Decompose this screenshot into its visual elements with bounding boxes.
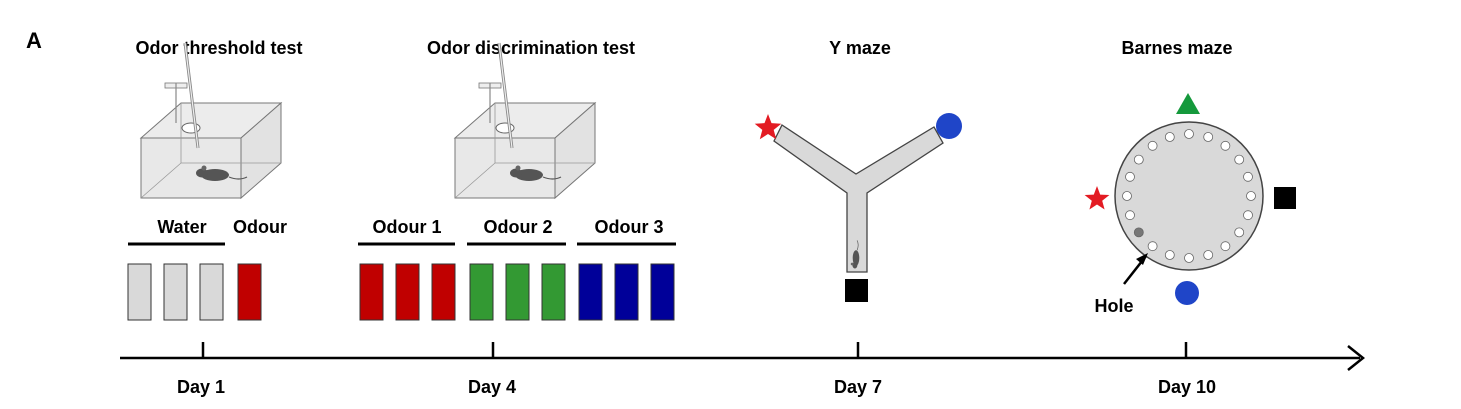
day-1-label: Day 1 [177, 377, 225, 397]
barnes-hole [1125, 171, 1135, 182]
vial-red [359, 263, 384, 321]
vial-gray [199, 263, 224, 321]
hole-arrow-head [1136, 253, 1148, 265]
vial-red [431, 263, 456, 321]
y-maze [754, 113, 962, 302]
barnes-hole [1164, 250, 1175, 260]
day-7-label: Day 7 [834, 377, 882, 397]
barnes-platform [1114, 121, 1264, 271]
vial-green [469, 263, 494, 321]
barnes-hole [1125, 210, 1135, 221]
vial-blue [650, 263, 675, 321]
barnes-hole [1164, 132, 1175, 142]
y-maze-star-icon [754, 114, 782, 140]
barnes-hole [1147, 241, 1158, 252]
water-label: Water [157, 217, 206, 237]
threshold-title: Odor threshold test [135, 38, 302, 58]
vial-gray [163, 263, 188, 321]
ymaze-title: Y maze [829, 38, 891, 58]
barnes-hole [1243, 171, 1253, 182]
vial-red [395, 263, 420, 321]
barnes-title: Barnes maze [1121, 38, 1232, 58]
discrimination-title: Odor discrimination test [427, 38, 635, 58]
vial-green [505, 263, 530, 321]
barnes-hole [1220, 140, 1231, 151]
timeline: Day 1 Day 4 Day 7 Day 10 [120, 342, 1366, 397]
barnes-hole [1203, 250, 1214, 260]
y-maze-circle-icon [936, 113, 962, 139]
barnes-square-icon [1274, 187, 1296, 209]
vial-blue [614, 263, 639, 321]
odour-1-label: Odour 1 [372, 217, 441, 237]
barnes-hole [1220, 241, 1231, 252]
barnes-maze: Hole [1084, 93, 1296, 316]
barnes-star-icon [1084, 186, 1110, 210]
hole-label: Hole [1094, 296, 1133, 316]
barnes-hole [1246, 191, 1256, 201]
discrimination-odor-box-icon [455, 43, 595, 198]
threshold-odor-box-icon [141, 43, 281, 198]
barnes-circle-icon [1175, 281, 1199, 305]
barnes-hole [1122, 191, 1132, 201]
vial-gray [127, 263, 152, 321]
barnes-hole [1147, 140, 1158, 151]
odour-3-label: Odour 3 [594, 217, 663, 237]
escape-hole [1133, 227, 1144, 238]
barnes-hole [1184, 253, 1194, 263]
vial-blue [578, 263, 603, 321]
y-maze-arms [773, 124, 944, 273]
barnes-hole [1203, 132, 1214, 142]
day-10-label: Day 10 [1158, 377, 1216, 397]
barnes-hole [1184, 129, 1194, 139]
barnes-hole [1243, 210, 1253, 221]
vial-red [237, 263, 262, 321]
threshold-vials [127, 263, 262, 321]
y-maze-square-icon [845, 279, 868, 302]
odour-2-label: Odour 2 [483, 217, 552, 237]
discrimination-vials [359, 263, 675, 321]
barnes-triangle-icon [1176, 93, 1200, 114]
vial-green [541, 263, 566, 321]
barnes-holes [1122, 129, 1256, 263]
barnes-hole [1234, 154, 1245, 165]
timeline-arrow-icon [1347, 345, 1366, 371]
barnes-hole [1234, 227, 1245, 238]
panel-label: A [26, 28, 42, 53]
barnes-hole [1133, 154, 1144, 165]
odour-label: Odour [233, 217, 287, 237]
day-4-label: Day 4 [468, 377, 516, 397]
